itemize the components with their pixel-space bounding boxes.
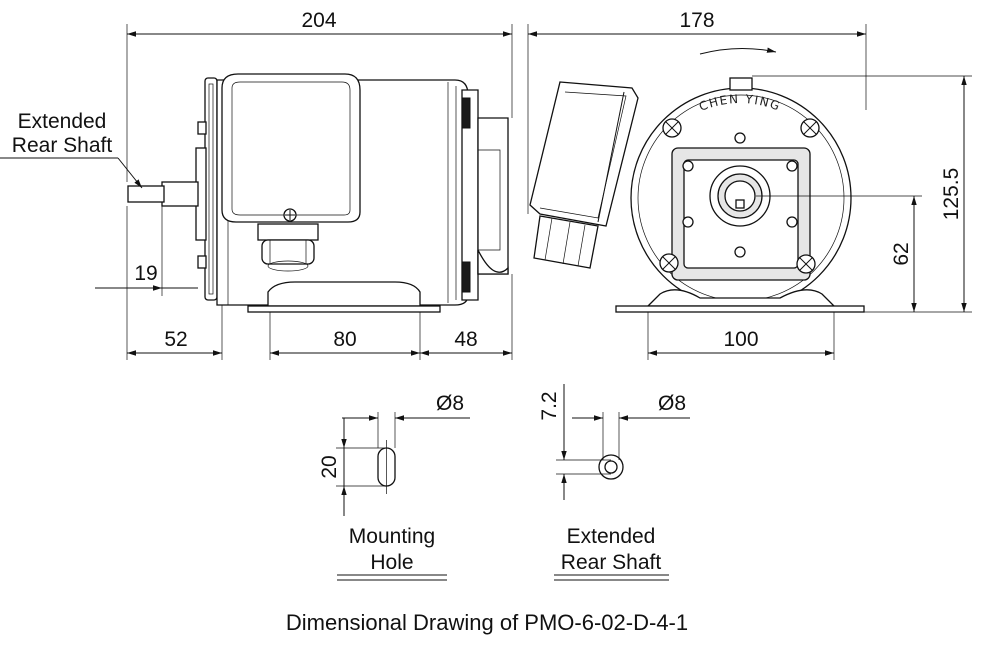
drawing-title: Dimensional Drawing of PMO-6-02-D-4-1 [286, 610, 688, 635]
mounting-hole-length: 20 [318, 455, 341, 478]
top-plug [729, 77, 753, 91]
front-shaft [724, 180, 756, 212]
terminal-box-front [529, 81, 639, 227]
front-view-motor: CHEN YING [529, 47, 865, 313]
front-view-dimensions: 178 125.5 62 100 [527, 9, 972, 360]
mounting-foot [267, 281, 421, 307]
dim-shaft-offset: 19 [134, 262, 157, 285]
rear-shaft-offset: 7.2 [538, 391, 561, 420]
rear-bolt-top [197, 121, 207, 135]
dim-front-width: 178 [679, 9, 714, 32]
rear-shaft-hub [161, 181, 199, 207]
front-base-plate [615, 305, 865, 313]
base-plate [247, 305, 441, 313]
dim-front-length: 48 [454, 328, 477, 351]
front-flange [461, 89, 479, 301]
rear-shaft [127, 185, 165, 203]
rear-shaft-caption-line1: Extended [567, 525, 656, 548]
rear-bolt-bottom [197, 255, 207, 269]
mounting-caption-line1: Mounting [349, 525, 435, 548]
label-extended-line1: Extended [18, 110, 107, 133]
side-view-motor [127, 73, 509, 313]
cable-gland-nut [257, 223, 319, 241]
front-base-foot [646, 289, 836, 307]
cable-gland-front [533, 215, 599, 269]
mounting-hole-diameter: Ø8 [436, 392, 464, 415]
mounting-caption-line2: Hole [370, 551, 413, 574]
mounting-hole-detail: Ø8 20 Mounting Hole [318, 392, 470, 581]
corner-screw-icons [659, 118, 820, 274]
side-view-dimensions: 204 19 52 80 48 Extended Rear Shaft [0, 9, 513, 360]
dim-mount-spacing: 80 [333, 328, 356, 351]
dim-shaft-height: 62 [890, 242, 913, 265]
dim-base-width: 100 [723, 328, 758, 351]
dim-rear-length: 52 [164, 328, 187, 351]
label-extended-line2: Rear Shaft [12, 134, 113, 157]
dim-total-height: 125.5 [940, 168, 963, 221]
rear-shaft-diameter: Ø8 [658, 392, 686, 415]
rear-shaft-caption-line2: Rear Shaft [561, 551, 662, 574]
rear-flange [204, 77, 218, 301]
terminal-box [221, 73, 361, 223]
flange-holes [682, 132, 798, 258]
dim-side-length: 204 [301, 9, 336, 32]
front-gearbox [477, 117, 509, 275]
rear-shaft-detail: Ø8 7.2 Extended Rear Shaft [538, 384, 690, 581]
rotation-arrow-icon [699, 47, 777, 55]
